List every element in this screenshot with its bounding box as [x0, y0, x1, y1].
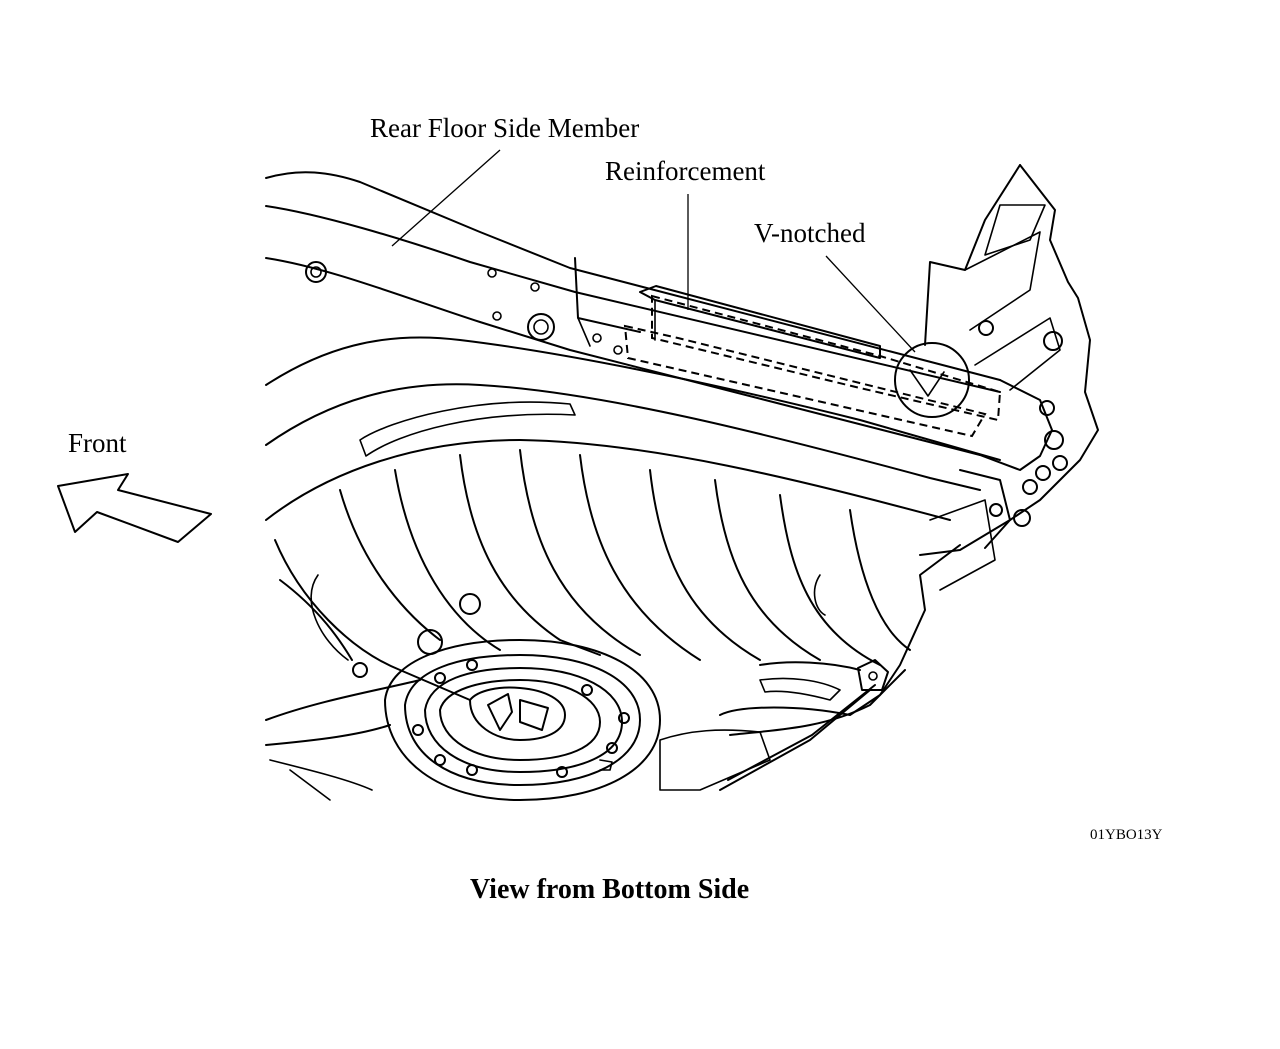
floor-pan — [265, 449, 961, 801]
leader-rear-floor-side-member — [391, 149, 501, 247]
reinforcement-outline — [623, 285, 1002, 438]
label-rear-floor-side-member: Rear Floor Side Member — [370, 113, 640, 143]
figure-code: 01YBO13Y — [1090, 827, 1163, 843]
label-reinforcement: Reinforcement — [605, 156, 766, 186]
leader-v-notched — [825, 255, 916, 353]
rear-floor-side-member — [265, 171, 1053, 471]
v-notch-highlight — [894, 342, 970, 418]
spare-tire-well — [352, 593, 661, 801]
label-front: Front — [68, 428, 127, 458]
label-v-notched: V-notched — [754, 218, 866, 248]
wheel-arch — [265, 336, 1001, 521]
front-arrow-icon — [57, 473, 212, 543]
leader-lines — [391, 149, 916, 353]
figure-caption: View from Bottom Side — [470, 874, 750, 905]
rear-panel-structure — [919, 164, 1099, 591]
